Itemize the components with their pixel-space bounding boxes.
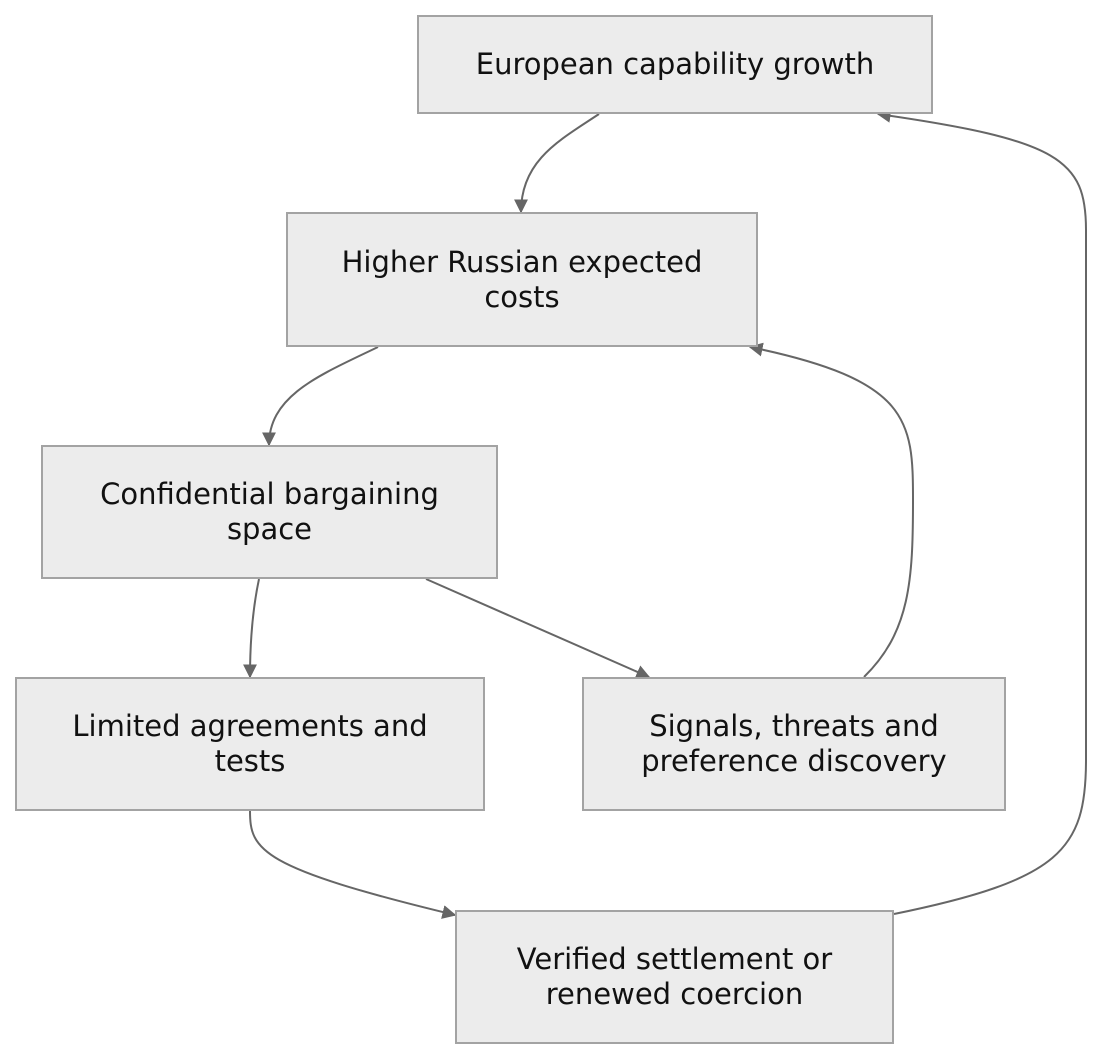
node-label: Signals, threats and preference discover… <box>641 709 947 778</box>
node-signals-threats-preference-discovery: Signals, threats and preference discover… <box>582 677 1006 811</box>
node-european-capability-growth: European capability growth <box>417 15 933 114</box>
node-label: Confidential bargaining space <box>100 477 439 546</box>
edge-verified-to-capability <box>876 108 1087 915</box>
edge-bargaining-to-agreements <box>243 578 260 679</box>
node-confidential-bargaining-space: Confidential bargaining space <box>41 445 498 579</box>
edge-costs-to-bargaining <box>262 346 379 447</box>
node-label: Limited agreements and tests <box>72 709 428 778</box>
node-verified-settlement-or-renewed-coercion: Verified settlement or renewed coercion <box>455 910 894 1044</box>
node-label: Verified settlement or renewed coercion <box>516 942 833 1011</box>
edge-bargaining-to-signals <box>425 578 651 679</box>
edge-capability-to-costs <box>514 113 600 214</box>
node-limited-agreements-and-tests: Limited agreements and tests <box>15 677 485 811</box>
node-label: European capability growth <box>475 47 875 81</box>
edge-agreements-to-verified <box>249 810 457 919</box>
edge-signals-to-costs <box>748 342 915 678</box>
node-label: Higher Russian expected costs <box>341 244 703 314</box>
node-higher-russian-expected-costs: Higher Russian expected costs <box>286 212 758 347</box>
